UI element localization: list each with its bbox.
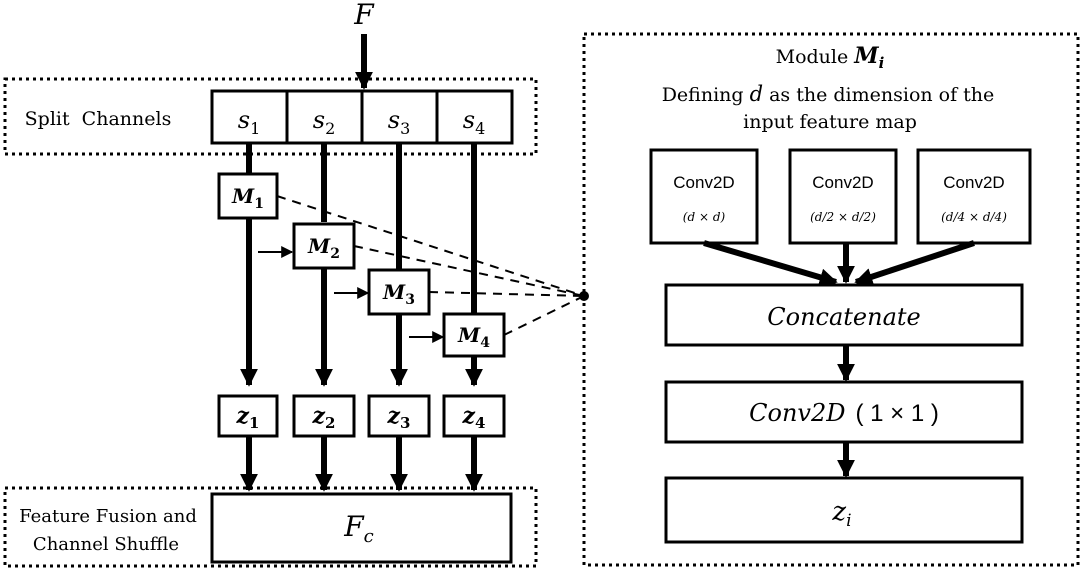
concat-inputs <box>703 240 975 287</box>
branch-arrow <box>854 240 975 286</box>
conv-branches: Conv2D (d × d) Conv2D (d/2 × d/2) Conv2D… <box>649 148 1032 245</box>
module-box-m3 <box>367 268 431 316</box>
fusion-arrows <box>240 436 483 492</box>
module-panel-description-line1: Defining d as the dimension of the <box>662 82 995 106</box>
fusion-output-box <box>210 492 513 564</box>
dashed-link <box>276 195 585 297</box>
conv-box-1 <box>649 148 759 245</box>
conv1x1-label: Conv2D( 1 × 1 ) <box>749 399 939 427</box>
module-output-label: zi <box>831 497 851 531</box>
dashed-link <box>428 291 585 297</box>
module-connectors <box>258 246 445 343</box>
module-output-box <box>664 476 1024 544</box>
dashed-link <box>503 295 585 336</box>
module-label-m3: M3 <box>382 280 415 308</box>
module-detail-links <box>276 195 585 336</box>
conv-box-3 <box>916 148 1032 245</box>
module-panel-description-line2: input feature map <box>743 111 917 133</box>
concatenate-label: Concatenate <box>767 303 920 331</box>
conv-box-2 <box>788 148 898 245</box>
conv-kernel-2: (d/2 × d/2) <box>810 210 876 224</box>
conv-label-3: Conv2D <box>943 173 1004 192</box>
dashed-link <box>353 245 585 297</box>
split-cell-s3: s3 <box>388 106 411 138</box>
output-label-z4: z4 <box>462 403 486 432</box>
input-label: F <box>353 0 375 31</box>
module-boxes: M1 M2 M3 M4 <box>217 172 506 358</box>
module-label-m4: M4 <box>457 323 490 351</box>
split-cell-s2: s2 <box>313 106 336 138</box>
concatenate-box <box>664 283 1024 347</box>
fusion-group-label-line1: Feature Fusion and <box>19 506 197 527</box>
conv-label-1: Conv2D <box>673 173 734 192</box>
output-label-z3: z3 <box>387 403 411 432</box>
module-label-m2: M2 <box>307 234 340 262</box>
branch-arrow <box>703 240 838 287</box>
output-boxes: z1 z2 z3 z4 <box>217 394 506 438</box>
split-cell-s4: s4 <box>463 106 486 138</box>
module-panel-title: Module Mi <box>776 43 885 72</box>
split-channels-group <box>3 77 538 156</box>
output-box-z3 <box>367 394 431 438</box>
conv1x1-box <box>664 380 1024 444</box>
module-box-m1 <box>217 172 279 220</box>
output-label-z1: z1 <box>236 403 260 432</box>
fusion-group-label-line2: Channel Shuffle <box>33 534 179 555</box>
channel-flows <box>240 143 483 387</box>
conv-kernel-3: (d/4 × d/4) <box>941 210 1007 224</box>
output-label-z2: z2 <box>312 403 336 432</box>
split-channels-label: Split Channels <box>25 108 172 130</box>
split-cells: s1 s2 s3 s4 <box>210 89 514 145</box>
split-cell-s1: s1 <box>238 106 261 138</box>
conv-kernel-1: (d × d) <box>683 210 726 224</box>
conv-label-2: Conv2D <box>812 173 873 192</box>
module-label-m1: M1 <box>231 184 264 212</box>
module-box-m4 <box>442 312 506 358</box>
fusion-output-label: Fc <box>343 510 374 547</box>
module-panel <box>582 32 1080 567</box>
output-box-z4 <box>442 394 506 438</box>
fusion-group <box>3 486 538 568</box>
